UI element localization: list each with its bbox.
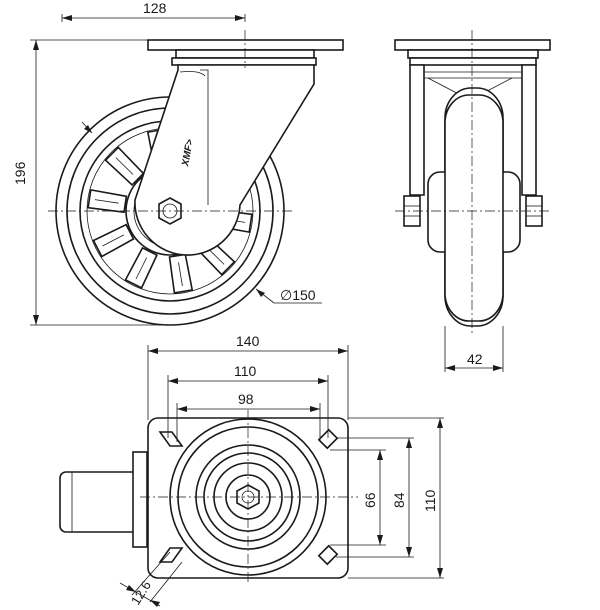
front-fork: [134, 64, 315, 256]
svg-text:XMF>: XMF>: [180, 138, 196, 168]
front-fork-edge: [200, 69, 209, 205]
wheel-spoke: [124, 246, 158, 289]
wheel-spoke: [104, 146, 145, 187]
dim-hole-spacing-v-inner: 66: [362, 492, 378, 508]
wheel-spoke-rib: [115, 157, 134, 175]
front-fork-top-curve: [179, 71, 206, 77]
dim-plate-height: 110: [422, 489, 438, 512]
dim-hole-spacing-inner: 98: [238, 391, 254, 407]
front-view: XMF> 128 196 ∅150: [12, 0, 344, 326]
front-swivel-ring: [171, 57, 317, 66]
mounting-slot-bl: [158, 547, 184, 563]
dim-slot-ext-1: [131, 551, 171, 596]
wheel-spoke: [168, 253, 194, 294]
side-fork-right: [521, 64, 537, 196]
side-fork-bridge: [424, 71, 522, 79]
dim-plate-width: 140: [236, 333, 260, 349]
side-swivel-bearing: [407, 49, 539, 59]
side-view: 42: [394, 30, 551, 372]
dim-height: 196: [12, 161, 28, 185]
fork-logo: XMF>: [180, 138, 196, 168]
wheel-spoke-rib: [94, 199, 119, 204]
top-view: 140 110 98 66 84 110: [59, 333, 444, 608]
wheel-spoke-rib: [102, 234, 124, 247]
mounting-slot-br: [317, 544, 339, 566]
side-wheel-face: [444, 94, 504, 322]
dim-hole-spacing-outer: 110: [234, 363, 257, 379]
dim-top-width: 128: [143, 0, 167, 16]
dim-side-width: 42: [467, 351, 483, 367]
wheel-spoke-rib: [178, 262, 183, 287]
wheel-spoke: [87, 188, 128, 214]
dim-hole-spacing-v-mid: 84: [391, 492, 407, 508]
wheel-spoke: [92, 223, 135, 258]
side-fork-left: [409, 64, 425, 196]
dim-slot-width: 12.6: [128, 578, 154, 607]
side-swivel-ring: [409, 57, 537, 66]
wheel-spoke-rib: [135, 257, 148, 280]
dim-slot-ext-2: [149, 561, 183, 603]
side-top-plate: [394, 39, 551, 51]
dim-wheel-diameter: ∅150: [280, 287, 316, 303]
front-top-plate: [147, 39, 344, 51]
top-fork-side: [132, 451, 148, 548]
